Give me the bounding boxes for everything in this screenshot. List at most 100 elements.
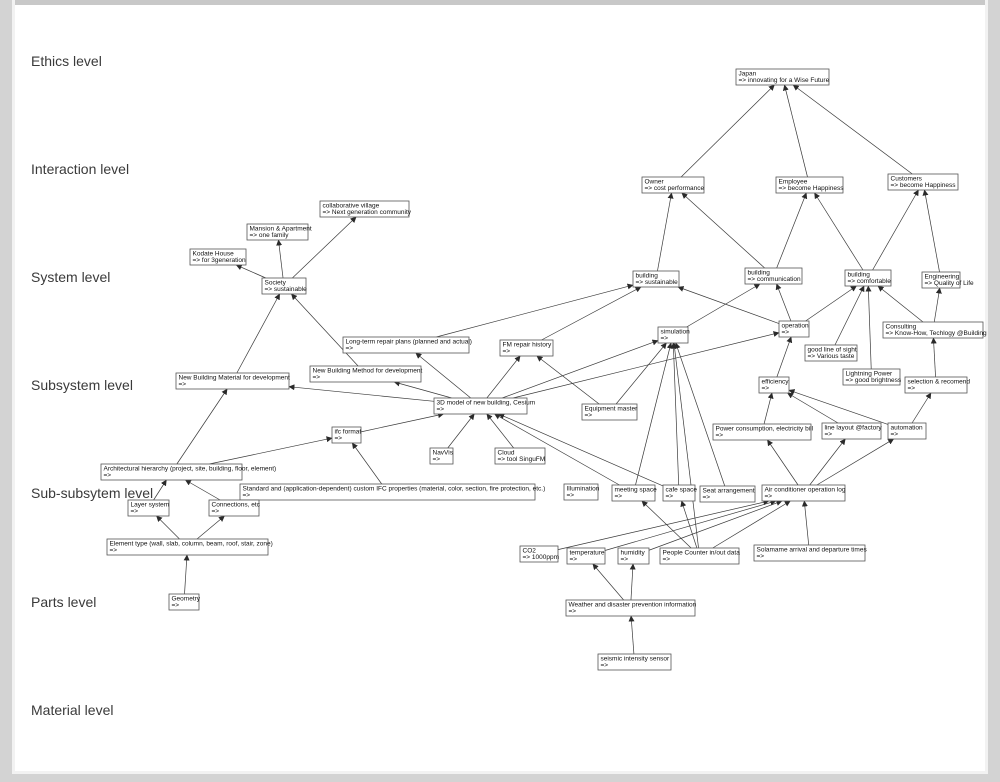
node-standard: Standard and (application-dependent) cus… (239, 483, 545, 501)
node-elemtype: Element type (wall, slab, column, beam, … (106, 538, 273, 556)
node-subtitle: => (110, 547, 118, 554)
node-box (904, 376, 968, 394)
node-geometry: Geometry=> (168, 593, 201, 611)
node-box (821, 422, 882, 440)
node-title: Seat arrangement (703, 488, 755, 495)
level-label-sub-subsystem: Sub-subsytem level (31, 485, 154, 501)
node-box (168, 593, 200, 611)
node-title: Customers (891, 176, 923, 183)
node-box (761, 484, 846, 502)
edge-society-to-mansion (276, 239, 284, 279)
node-title: seismic intensity sensor (601, 656, 670, 663)
node-subtitle: => (243, 492, 251, 499)
edge-people-to-aircon (712, 500, 791, 549)
node-box (342, 336, 470, 354)
node-box (106, 538, 269, 556)
node-subtitle: => sustainable (265, 286, 308, 293)
edge-standard-to-ifc (351, 442, 383, 485)
node-subtitle: => innovating for a Wise Future (739, 77, 830, 84)
node-box (662, 484, 696, 502)
node-illum: Illumination=> (563, 483, 600, 501)
node-cloud: Cloud=> tool SinguFM (494, 447, 546, 465)
node-subtitle: => good brightness (846, 377, 902, 384)
node-title: Owner (645, 179, 665, 186)
node-box (246, 223, 309, 241)
node-subtitle: => 1000ppm (523, 554, 560, 561)
node-japan: Japan=> innovating for a Wise Future (735, 68, 830, 86)
node-title: Power consumption, electricity bill (716, 426, 814, 433)
edge-navvis-to-model3d (447, 413, 475, 449)
node-subtitle: => Various taste (808, 353, 855, 360)
edge-model3d-to-newmat (288, 384, 435, 402)
node-subtitle: => (433, 456, 441, 463)
level-label-subsystem: Subsystem level (31, 377, 133, 393)
node-box (611, 484, 656, 502)
node-title: Society (265, 280, 287, 287)
edge-newmat-to-society (236, 293, 280, 374)
node-subtitle: => (601, 662, 609, 669)
node-title: People Counter in/out data (663, 550, 741, 557)
node-box (844, 269, 892, 287)
edge-seat-to-simulation (674, 342, 726, 487)
node-box (735, 68, 830, 86)
node-powercons: Power consumption, electricity bill=> (712, 423, 814, 441)
node-title: cafe space (666, 487, 698, 494)
edge-aircon-to-linelayout (809, 438, 846, 486)
node-box (632, 270, 680, 288)
node-newmat: New Building Material for development=> (175, 372, 290, 390)
node-subtitle: => Next generation community (323, 209, 412, 216)
node-title: NavVis (433, 450, 454, 457)
node-title: Geometry (172, 596, 201, 603)
node-box (659, 547, 740, 565)
node-archhier: Architectural hierarchy (project, site, … (100, 463, 276, 481)
edge-model3d-to-simulation (502, 339, 659, 399)
edge-equip-to-fmrepair (536, 355, 600, 405)
node-title: building (748, 270, 771, 277)
node-seat: Seat arrangement=> (699, 485, 756, 503)
edge-newmeth-to-society (291, 293, 359, 367)
node-title: Long-term repair plans (planned and actu… (346, 339, 472, 346)
node-collab: collaborative village=> Next generation … (319, 200, 412, 218)
node-box (921, 271, 961, 289)
node-subtitle: => one family (250, 232, 290, 239)
edge-automation-to-selection (911, 392, 932, 424)
edge-operation-to-bsust (677, 286, 780, 324)
node-title: operation (782, 323, 809, 330)
level-label-system: System level (31, 269, 111, 285)
node-box (189, 248, 247, 266)
node-kodate: Kodate House=> for 3generation (189, 248, 247, 266)
node-owner: Owner=> cost performance (641, 176, 705, 194)
node-subtitle: => (615, 493, 623, 500)
node-title: line layout @factory (825, 425, 883, 432)
node-title: New Building Material for development (179, 375, 290, 382)
edge-weather-to-temperature (592, 563, 624, 601)
node-subtitle: => (621, 556, 629, 563)
node-subtitle: => (908, 385, 916, 392)
window-frame-right-inner (985, 0, 988, 782)
node-title: Element type (wall, slab, column, beam, … (110, 541, 273, 548)
edge-archhier-to-newmat (176, 388, 228, 465)
node-meeting: meeting space=> (611, 484, 658, 502)
edge-bcomf-to-customers (872, 189, 919, 271)
node-title: meeting space (615, 487, 658, 494)
node-title: Weather and disaster prevention informat… (569, 602, 697, 609)
edge-cafe-to-model3d (498, 413, 664, 487)
node-subtitle: => sustainable (636, 279, 679, 286)
edge-equip-to-simulation (615, 342, 667, 405)
node-box (309, 365, 422, 383)
node-box (617, 547, 650, 565)
node-box (565, 599, 696, 617)
edge-aircon-to-automation (816, 438, 895, 486)
edge-longterm-to-bsust (436, 283, 634, 338)
node-box (239, 483, 536, 501)
edge-society-to-collab (292, 216, 357, 279)
edge-selection-to-consulting (930, 337, 937, 378)
node-subtitle: => (585, 412, 593, 419)
window-frame-bottom (0, 774, 1000, 782)
node-society: Society=> sustainable (261, 277, 308, 295)
node-connections: Connections, etc=> (208, 499, 261, 517)
node-box (319, 200, 410, 218)
node-subtitle: => cost performance (645, 185, 705, 192)
node-title: Japan (739, 71, 757, 78)
